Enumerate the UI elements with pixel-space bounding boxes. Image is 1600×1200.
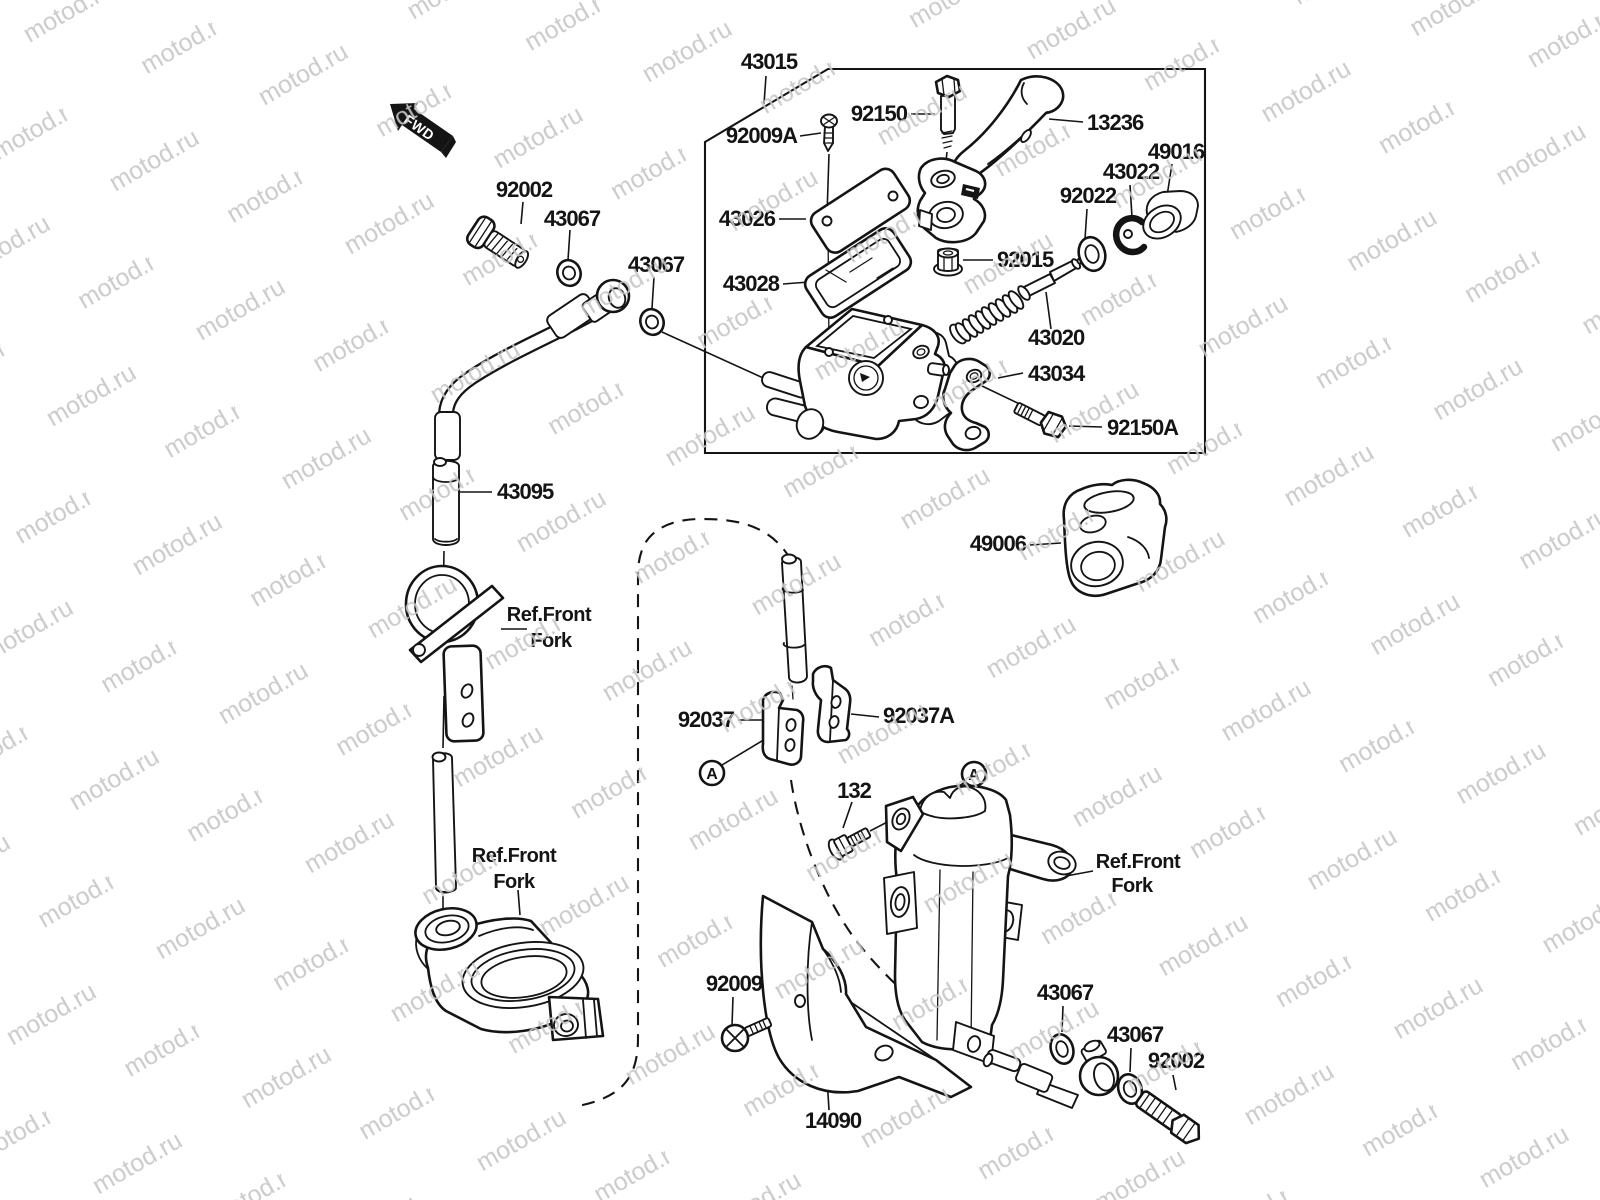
part-label-43026: 43026: [719, 206, 776, 231]
ref-front-fork-1-line1: Ref.Front: [507, 604, 592, 626]
reference-labels: Ref.Front Fork Ref.Front Fork Ref.Front …: [472, 604, 1182, 897]
leader-43015: [763, 75, 767, 105]
part-master-cylinder-body: [761, 307, 959, 441]
part-label-43020: 43020: [1028, 325, 1085, 350]
fork-leg-ghost-outline: [577, 517, 792, 1108]
part-92037a-clamp: [811, 664, 852, 744]
part-132-bolt: [827, 827, 872, 861]
part-fork-lower-clamp: [414, 907, 605, 1042]
part-label-43067-bot1: 43067: [1037, 980, 1094, 1005]
part-92002-banjo-bolt-top: [465, 215, 530, 269]
part-49006-holder: [1062, 478, 1168, 598]
part-label-43067-top2: 43067: [628, 252, 685, 277]
part-label-92150: 92150: [851, 101, 908, 126]
part-label-92022: 92022: [1060, 183, 1117, 208]
detail-marker-a1-label: A: [706, 766, 718, 783]
leader-92150a: [1068, 425, 1103, 428]
part-label-43034: 43034: [1028, 361, 1086, 386]
fwd-arrow: FWD: [390, 103, 456, 158]
part-label-43067-bot2: 43067: [1107, 1022, 1164, 1047]
part-label-92037: 92037: [678, 707, 735, 732]
part-junction-body: [883, 784, 1077, 1065]
detail-marker-a2-label: A: [968, 767, 980, 784]
detail-marker-a2: A: [960, 760, 988, 788]
leader-43067-top1: [567, 229, 571, 261]
part-label-49006: 49006: [970, 531, 1027, 556]
part-middle-hose-segment: [781, 553, 808, 684]
part-label-132: 132: [837, 778, 871, 803]
part-92002-banjo-bolt-bottom: [1134, 1090, 1201, 1145]
part-label-92009a: 92009A: [726, 123, 798, 148]
part-43095-brake-hose: [432, 278, 631, 546]
part-fork-guide-clamp: [404, 564, 505, 743]
part-43022-circlip: [1112, 214, 1148, 256]
leader-43067-bot1: [1061, 1005, 1064, 1033]
part-label-13236: 13236: [1087, 110, 1144, 135]
part-13236-lever: [950, 75, 1065, 182]
leader-bracket-to-tube: [442, 695, 445, 749]
leader-43067-bot2: [1129, 1047, 1132, 1073]
leader-92009: [731, 996, 734, 1027]
part-43034-clamp: [941, 357, 992, 452]
leader-43020: [1045, 291, 1052, 330]
ref-front-fork-3-line1: Ref.Front: [1096, 851, 1181, 873]
part-label-92009: 92009: [706, 971, 763, 996]
part-label-92015: 92015: [997, 247, 1054, 272]
leader-92009a: [799, 132, 822, 137]
leader-tube-to-92037: [791, 685, 794, 700]
leader-132: [842, 801, 853, 829]
part-label-92037a: 92037A: [883, 703, 955, 728]
part-lever-pivot-holder: [916, 157, 987, 244]
part-43067-washer-bot1: [1049, 1033, 1075, 1065]
part-92009-screw: [720, 1017, 773, 1053]
part-label-92002-bot: 92002: [1148, 1048, 1205, 1073]
leader-43022: [1129, 184, 1133, 218]
part-92150-bolt: [934, 74, 962, 149]
part-92009a-screw: [820, 113, 838, 152]
part-hose-lower-tube: [431, 751, 457, 894]
part-label-49016: 49016: [1148, 139, 1205, 164]
part-92037-clamp: [761, 690, 805, 766]
ref-front-fork-1-line2: Fork: [530, 630, 573, 652]
part-label-43015: 43015: [741, 49, 798, 74]
part-92150a-bolt: [1013, 402, 1068, 439]
part-label-43028: 43028: [723, 271, 780, 296]
leader-92002-top: [520, 201, 524, 225]
detail-marker-a1: A: [698, 759, 726, 787]
leader-92002-bot: [1172, 1074, 1177, 1091]
part-label-43067-top1: 43067: [544, 206, 601, 231]
part-label-92002-top: 92002: [496, 177, 553, 202]
part-43067-washer-top2: [639, 307, 665, 337]
ref-front-fork-2-line2: Fork: [493, 871, 536, 893]
part-49016-boot: [1142, 190, 1199, 240]
part-label-43095: 43095: [497, 479, 554, 504]
leader-43034: [997, 372, 1024, 379]
leader-ref2: [517, 889, 521, 916]
leader-92037a: [850, 713, 880, 718]
part-92015-nut: [933, 247, 963, 277]
ref-front-fork-3-line2: Fork: [1111, 875, 1154, 897]
part-43067-washer-top1: [556, 258, 582, 288]
leader-43067-top2: [651, 276, 655, 309]
part-label-92150a: 92150A: [1107, 415, 1179, 440]
leader-washer-to-body: [661, 331, 771, 382]
leader-49006: [1029, 542, 1062, 546]
ref-front-fork-2-line1: Ref.Front: [472, 845, 557, 867]
part-label-14090: 14090: [805, 1108, 862, 1133]
leader-92022: [1084, 208, 1088, 240]
leader-13236: [1048, 118, 1084, 123]
